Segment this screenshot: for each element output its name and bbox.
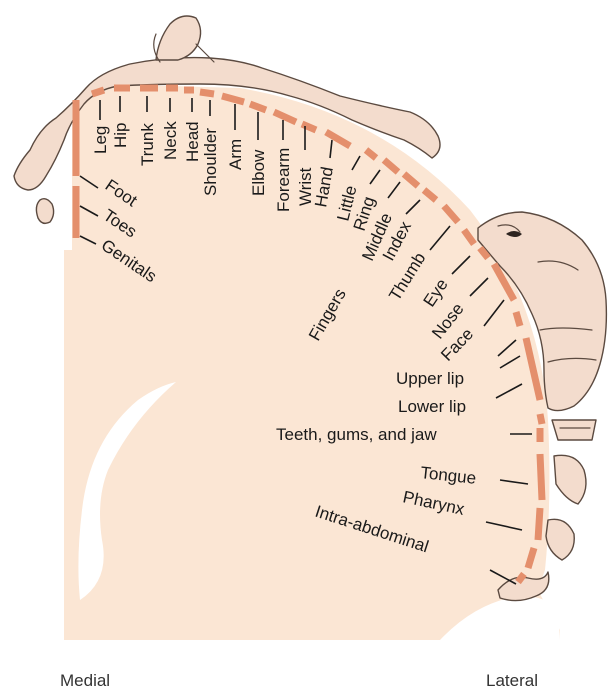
label-trunk: Trunk — [138, 123, 157, 166]
label-elbow: Elbow — [249, 149, 268, 196]
label-shoulder: Shoulder — [201, 128, 220, 196]
cortical-segment — [516, 312, 520, 326]
label-arm: Arm — [226, 139, 245, 170]
label-head: Head — [183, 121, 202, 162]
label-medial: Medial — [60, 671, 110, 690]
label-leg: Leg — [91, 126, 110, 154]
label-neck: Neck — [161, 121, 180, 160]
cortex-section — [64, 84, 560, 640]
label-lower-lip: Lower lip — [398, 397, 466, 416]
label-upper-lip: Upper lip — [396, 369, 464, 388]
cortical-segment — [518, 574, 524, 582]
cortical-segment — [540, 414, 542, 424]
cortical-segment — [538, 508, 540, 540]
label-lateral: Lateral — [486, 671, 538, 690]
label-teeth-gums-jaw: Teeth, gums, and jaw — [276, 425, 437, 444]
cortical-segment — [92, 90, 104, 94]
label-hip: Hip — [111, 122, 130, 148]
cortical-segment — [200, 92, 214, 94]
label-forearm: Forearm — [274, 148, 293, 212]
cortical-segment — [540, 454, 542, 500]
